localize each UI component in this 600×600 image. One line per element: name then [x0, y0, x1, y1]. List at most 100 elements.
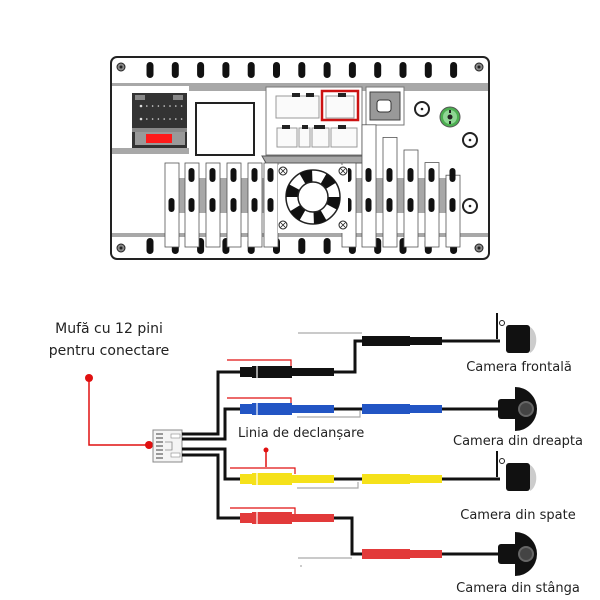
vent-slot — [374, 62, 382, 78]
plug-body — [252, 473, 292, 485]
cable-sleeve — [410, 475, 442, 483]
plug-tip — [240, 474, 252, 484]
connector-label-line1: Mufă cu 12 pini — [55, 321, 163, 337]
plug-tip — [240, 513, 252, 523]
vent-slot — [399, 62, 407, 78]
vent-slot — [171, 62, 179, 78]
heatsink-fins — [164, 124, 461, 248]
pin — [156, 449, 163, 451]
camera-label-right: Camera din dreapta — [453, 434, 583, 449]
cable-sleeve — [292, 405, 334, 413]
vent-slot — [267, 198, 274, 212]
cable-3 — [240, 512, 537, 576]
vent-slot — [197, 62, 205, 78]
vent-slot — [450, 62, 458, 78]
vent-slot — [251, 168, 258, 182]
fan-blade — [320, 173, 336, 190]
heatsink-fin — [382, 136, 398, 248]
vent-slot — [323, 238, 331, 254]
vent-slot — [230, 198, 237, 212]
vent-slot — [428, 198, 435, 212]
camera-icon — [496, 451, 537, 491]
screw-icon — [474, 62, 484, 72]
fan-blade — [286, 184, 300, 197]
fan-blade — [313, 209, 327, 224]
vent-slot — [424, 62, 432, 78]
camera-label-rear: Camera din spate — [460, 508, 576, 523]
12-pin-plug-icon — [152, 429, 183, 463]
camera-label-front: Camera frontală — [466, 360, 572, 375]
vent-slot — [209, 168, 216, 182]
trigger-line-label: Linia de declanșare — [238, 426, 365, 441]
antenna-port-icon — [462, 198, 478, 214]
highlight-box-12pin — [320, 89, 360, 122]
vent-slot — [449, 198, 456, 212]
vent-slot — [168, 198, 175, 212]
pin — [156, 433, 163, 435]
vent-slot — [209, 198, 216, 212]
vent-slot — [386, 198, 393, 212]
pin — [156, 457, 163, 459]
vent-slot — [449, 168, 456, 182]
head-unit-panel — [110, 56, 490, 260]
leader-dot — [85, 374, 93, 382]
vent-slot — [222, 62, 230, 78]
display-cutout — [195, 102, 255, 156]
screw-icon — [474, 243, 484, 253]
cable-sleeve — [292, 514, 334, 522]
connector-leader-line — [88, 378, 149, 446]
cable-sleeve — [292, 368, 334, 376]
cable-2 — [240, 451, 537, 491]
vent-slot — [247, 62, 255, 78]
top-vent-slots — [146, 62, 458, 78]
cable-sleeve — [410, 550, 442, 558]
cable-sleeve — [292, 475, 334, 483]
vent-slot — [365, 168, 372, 182]
vent-slot — [273, 62, 280, 78]
camera-label-left: Camera din stânga — [456, 581, 580, 596]
antenna-port-icon — [414, 101, 430, 117]
vent-slot — [298, 238, 306, 254]
screw-icon — [116, 243, 126, 253]
fan-icon — [278, 165, 348, 233]
pin — [156, 453, 163, 455]
cable-sleeve — [410, 337, 442, 345]
plug-body — [362, 336, 410, 346]
cable-sleeve — [410, 405, 442, 413]
wiring — [85, 313, 537, 576]
antenna-port-icon — [462, 132, 478, 148]
screw-icon — [116, 62, 126, 72]
connector-label-line2: pentru conectare — [48, 343, 170, 359]
vent-slot — [348, 62, 356, 78]
fan-blade — [326, 197, 340, 210]
vent-slot — [298, 62, 306, 78]
vent-slot — [386, 168, 393, 182]
camera-icon — [496, 313, 537, 353]
vent-slot — [323, 62, 331, 78]
plug-body — [362, 404, 410, 414]
vent-slot — [428, 168, 435, 182]
iso-connector — [112, 86, 189, 154]
vent-slot — [251, 198, 258, 212]
vent-slot — [407, 168, 414, 182]
plug-tip — [240, 367, 252, 377]
vent-slot — [188, 198, 195, 212]
vent-slot — [146, 62, 154, 78]
vent-slot — [230, 168, 237, 182]
vent-slot — [267, 168, 274, 182]
connector-label: Mufă cu 12 pini pentru conectare — [34, 318, 184, 362]
pin — [156, 437, 163, 439]
cable-wire — [334, 339, 362, 374]
plug-body — [362, 474, 410, 484]
camera-icon — [498, 387, 537, 431]
heatsink-fin — [361, 124, 377, 248]
vent-slot — [365, 198, 372, 212]
camera-icon — [498, 532, 537, 576]
harness-connectors — [261, 86, 367, 164]
pin — [156, 445, 163, 447]
plug-body — [362, 549, 410, 559]
cable-wire — [334, 516, 362, 556]
gps-port-icon — [439, 106, 461, 128]
cable-1 — [240, 387, 537, 431]
cable-0 — [240, 313, 537, 378]
